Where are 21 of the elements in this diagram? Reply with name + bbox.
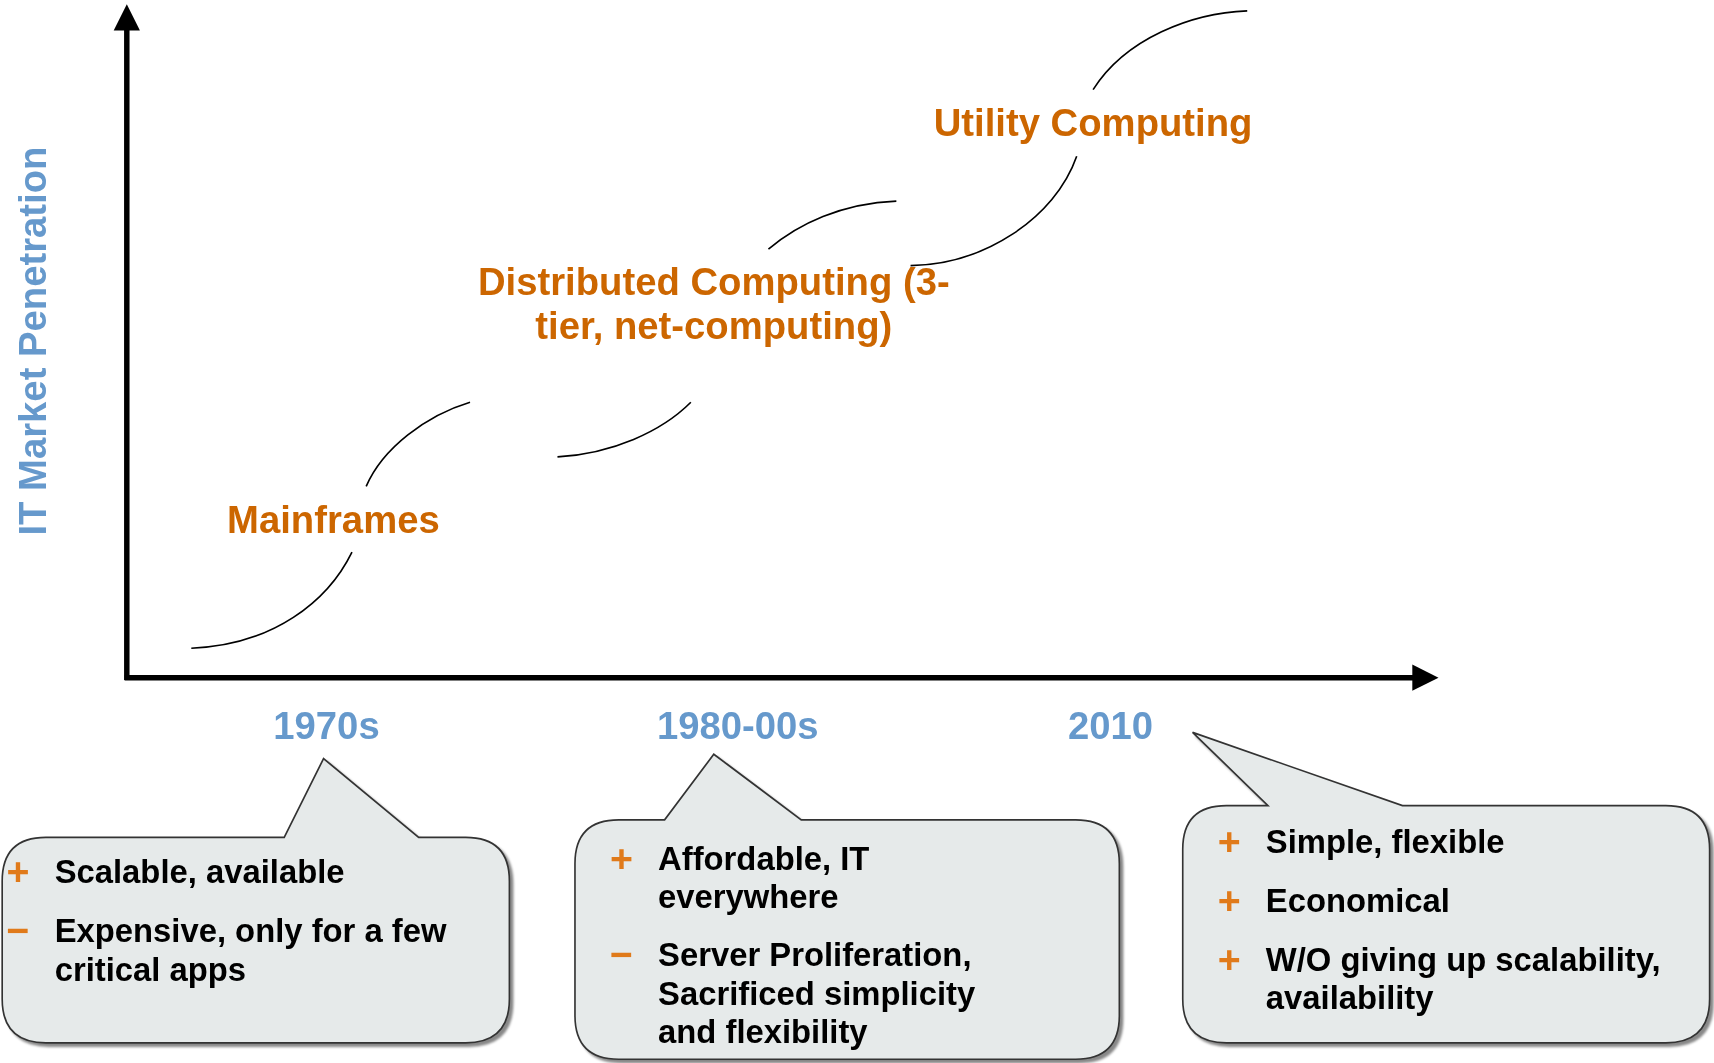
era-label: Mainframes <box>226 498 441 543</box>
bullet-text: W/O giving up scalability, availability <box>1265 940 1662 1017</box>
sign-mark: − <box>609 935 634 980</box>
sign-mark: + <box>1217 822 1242 862</box>
year-label: 2010 <box>1067 703 1154 748</box>
bullet-text: Expensive, only for a few critical apps <box>54 911 448 989</box>
bullet-text: Scalable, available <box>54 852 346 892</box>
sign-mark: − <box>6 911 31 956</box>
sign-mark: + <box>1217 940 1242 984</box>
year-label: 1970s <box>273 703 380 748</box>
bullet-text: Economical <box>1265 881 1451 921</box>
sign-mark: + <box>609 839 634 884</box>
era-label: Distributed Computing (3-tier, net-computing) <box>476 260 951 348</box>
bullet-text: Simple, flexible <box>1265 822 1506 862</box>
bullet-text: Server Proliferation, Sacrificed simplicity and flexibility <box>658 935 977 1051</box>
sign-mark: + <box>6 852 31 892</box>
axis-title: IT Market Penetration <box>10 145 55 538</box>
year-label: 1980-00s <box>656 703 819 748</box>
bullet-text: Affordable, IT everywhere <box>658 839 871 916</box>
sign-mark: + <box>1217 881 1242 921</box>
era-label: Utility Computing <box>932 100 1254 145</box>
